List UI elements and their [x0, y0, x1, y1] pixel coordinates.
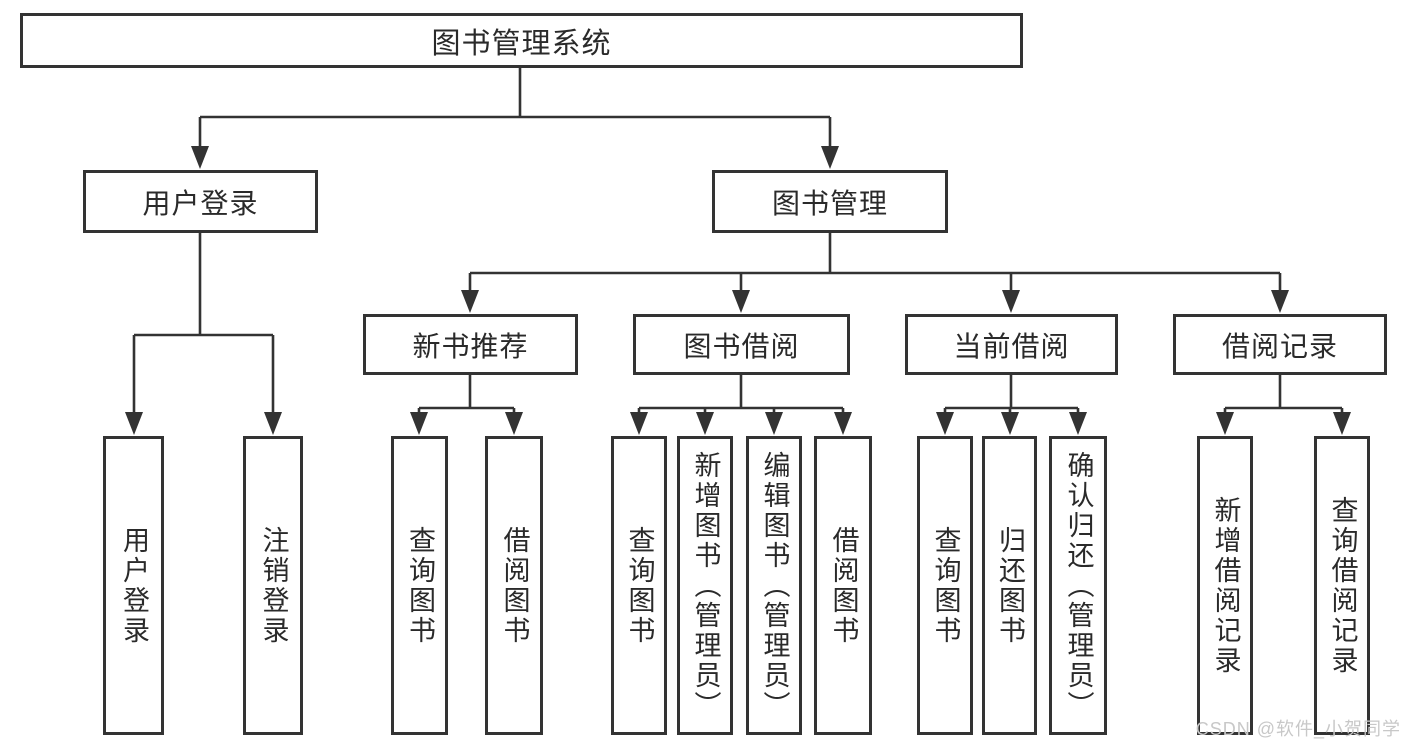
node-book-borrowing: 图书借阅 [633, 314, 850, 375]
leaf-current-query-books: 查询图书 [917, 436, 973, 735]
leaf-user-login-label: 用户登录 [119, 525, 149, 646]
leaf-records-add-record-label: 新增借阅记录 [1210, 495, 1241, 676]
node-borrowing-records-label: 借阅记录 [1221, 330, 1338, 362]
leaf-current-return-books: 归还图书 [982, 436, 1037, 735]
node-current-borrowing: 当前借阅 [905, 314, 1118, 375]
leaf-borrowing-edit-books-admin: 编辑图书（管理员） [746, 436, 802, 735]
leaf-current-query-books-label: 查询图书 [930, 525, 961, 646]
leaf-newbooks-borrow-books-label: 借阅图书 [499, 525, 530, 646]
node-new-book-recommend: 新书推荐 [363, 314, 578, 375]
node-new-book-recommend-label: 新书推荐 [412, 330, 529, 362]
leaf-records-query-record: 查询借阅记录 [1314, 436, 1370, 735]
leaf-borrowing-borrow-books: 借阅图书 [814, 436, 872, 735]
leaf-borrowing-query-books-label: 查询图书 [624, 525, 655, 646]
leaf-current-confirm-return-admin-label: 确认归还（管理员） [1063, 450, 1094, 721]
leaf-records-query-record-label: 查询借阅记录 [1327, 495, 1358, 676]
leaf-newbooks-query-books-label: 查询图书 [405, 525, 435, 646]
leaf-borrowing-add-books-admin: 新增图书（管理员） [677, 436, 733, 735]
leaf-borrowing-add-books-admin-label: 新增图书（管理员） [690, 450, 721, 721]
node-book-management-label: 图书管理 [771, 187, 888, 219]
leaf-records-add-record: 新增借阅记录 [1197, 436, 1253, 735]
leaf-newbooks-borrow-books: 借阅图书 [485, 436, 543, 735]
node-book-borrowing-label: 图书借阅 [683, 330, 800, 362]
node-current-borrowing-label: 当前借阅 [953, 330, 1070, 362]
node-borrowing-records: 借阅记录 [1173, 314, 1387, 375]
leaf-borrowing-borrow-books-label: 借阅图书 [828, 525, 859, 646]
node-book-management: 图书管理 [712, 170, 948, 233]
leaf-current-confirm-return-admin: 确认归还（管理员） [1049, 436, 1107, 735]
leaf-current-return-books-label: 归还图书 [995, 525, 1025, 646]
leaf-borrowing-edit-books-admin-label: 编辑图书（管理员） [759, 450, 790, 721]
node-user-login: 用户登录 [83, 170, 318, 233]
leaf-logout: 注销登录 [243, 436, 303, 735]
watermark: CSDN @软件_小贺同学 [1195, 719, 1401, 739]
leaf-newbooks-query-books: 查询图书 [391, 436, 448, 735]
node-user-login-label: 用户登录 [142, 187, 259, 219]
leaf-borrowing-query-books: 查询图书 [611, 436, 667, 735]
node-library-system: 图书管理系统 [20, 13, 1023, 68]
leaf-logout-label: 注销登录 [258, 525, 289, 646]
node-library-system-label: 图书管理系统 [431, 27, 612, 60]
leaf-user-login: 用户登录 [103, 436, 164, 735]
